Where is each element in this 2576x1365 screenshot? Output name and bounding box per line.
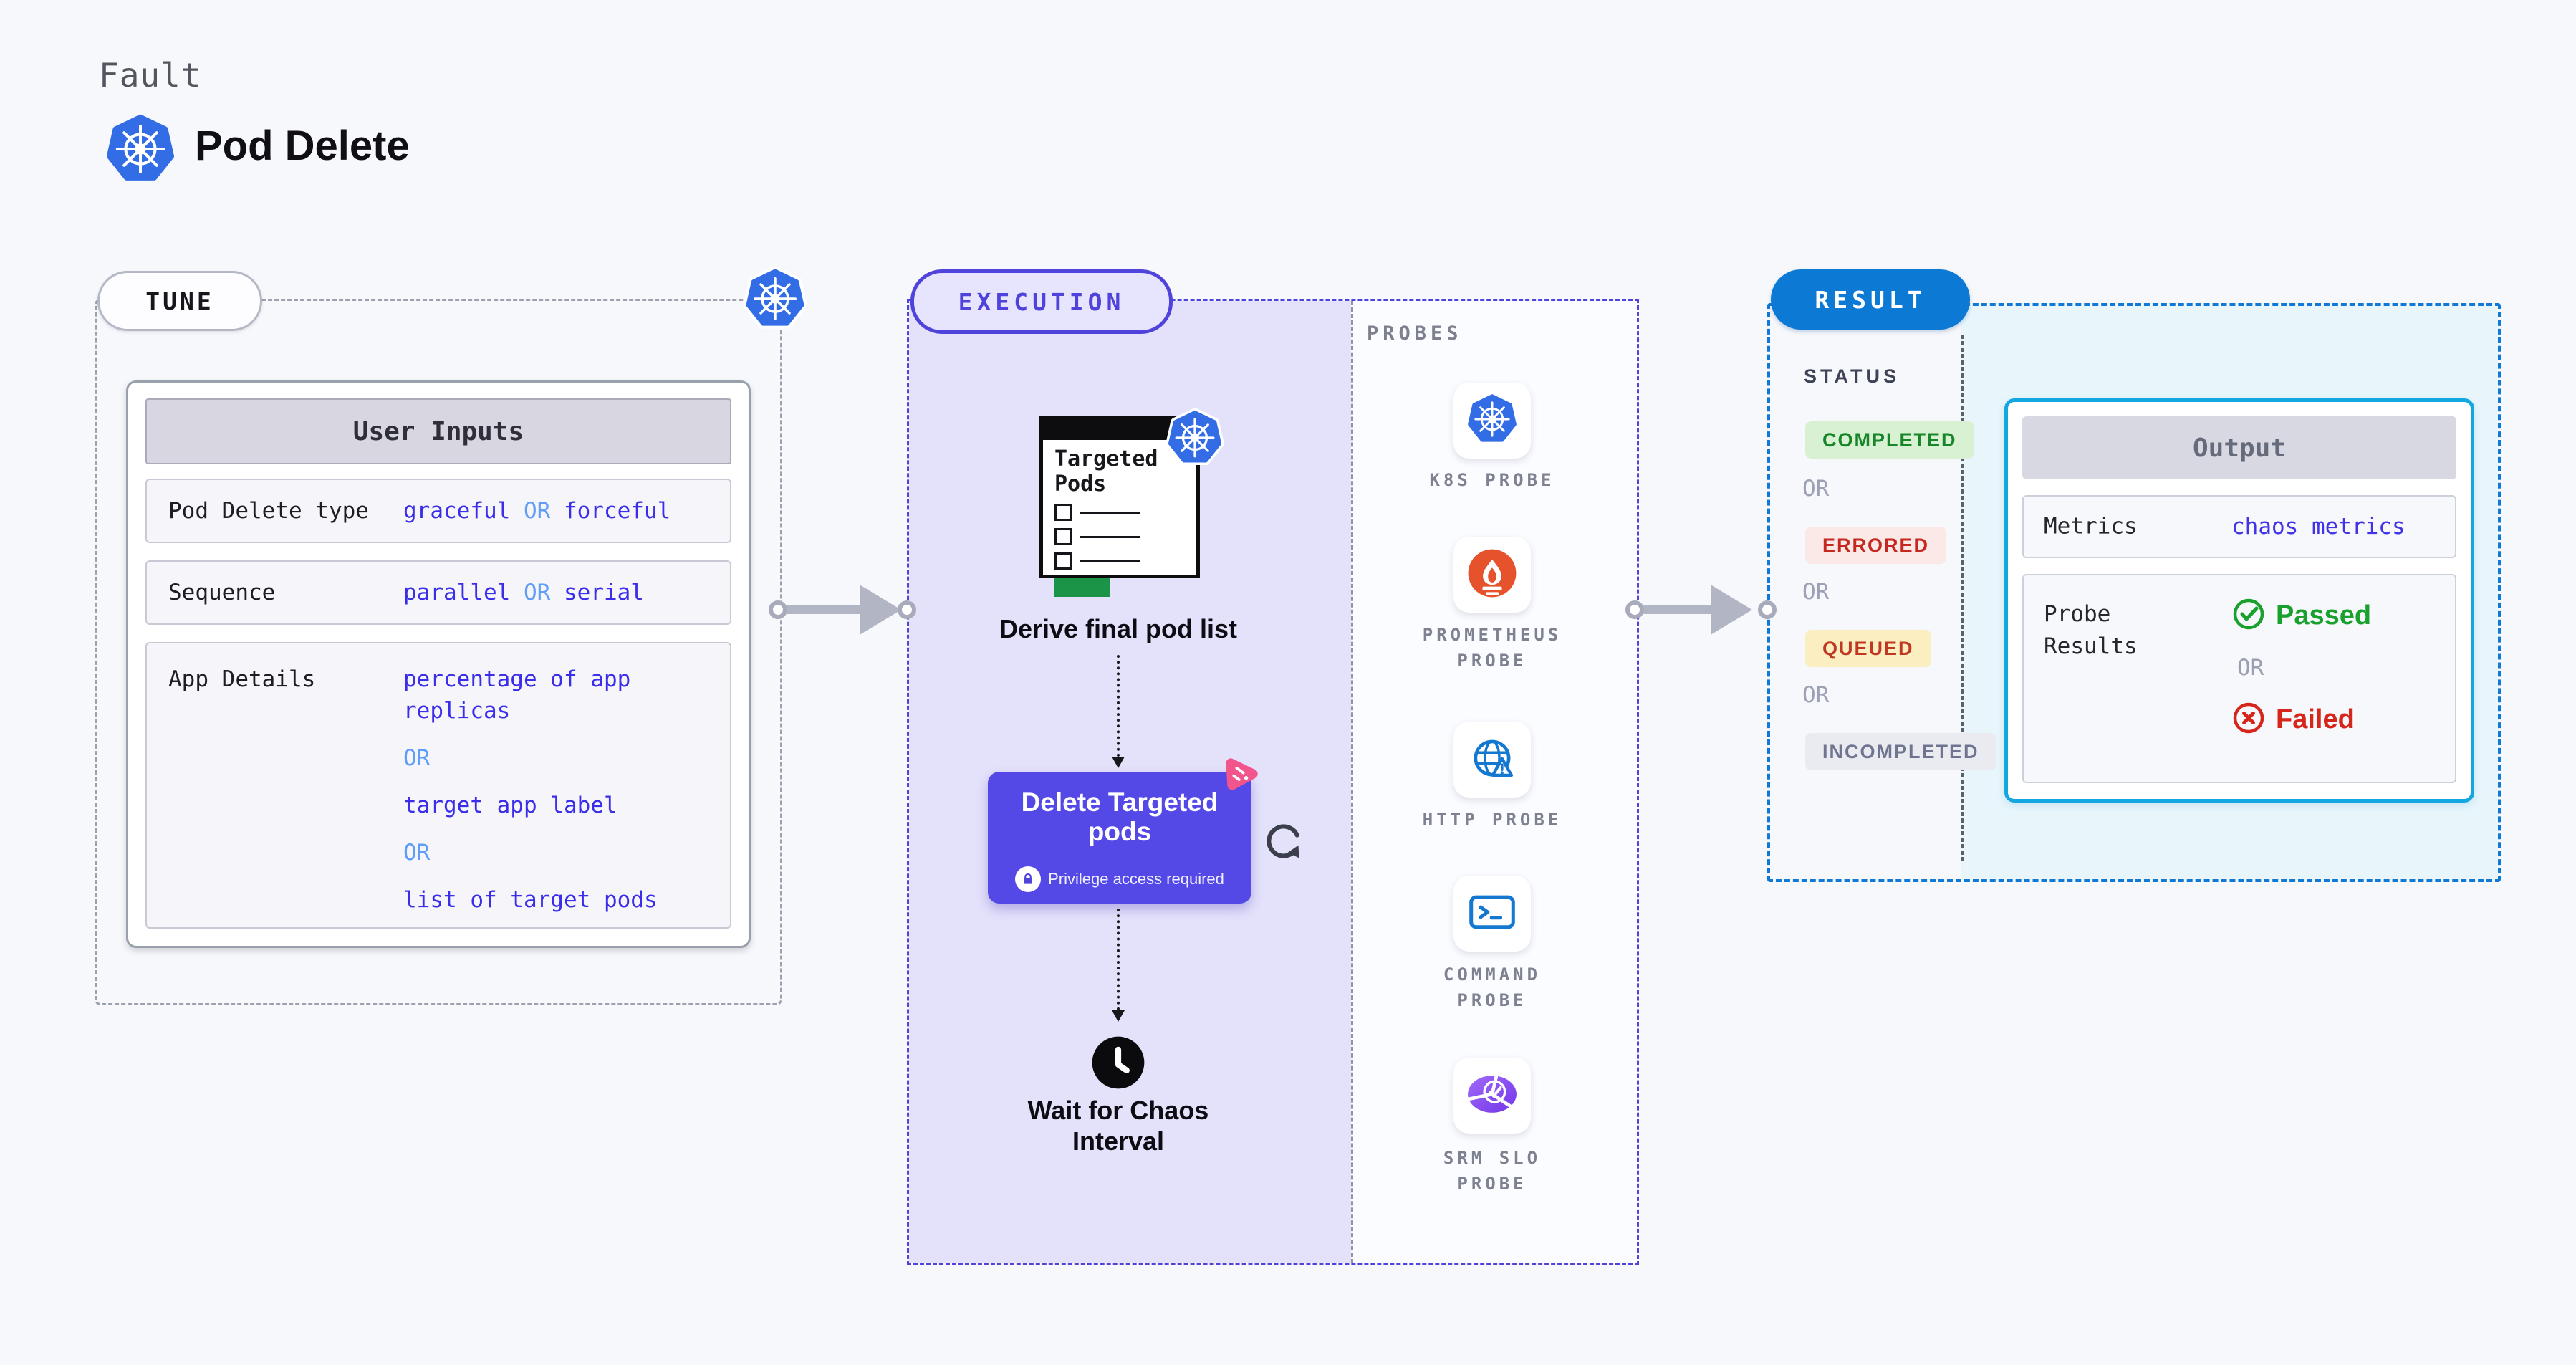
flow-arrowhead: [860, 585, 901, 635]
probe-card-http: [1453, 722, 1531, 798]
connector-dot: [1758, 600, 1777, 619]
status-or: OR: [1802, 682, 1830, 708]
status-title: STATUS: [1804, 365, 1900, 387]
check-circle-icon: [2231, 597, 2266, 635]
terminal-icon: [1466, 886, 1519, 942]
status-divider: [1961, 335, 1964, 861]
prometheus-icon: [1466, 547, 1518, 603]
connector-dot: [769, 600, 787, 619]
pod-list-item: [1054, 504, 1196, 521]
targeted-pods-title: Targeted Pods: [1054, 446, 1158, 497]
status-or: OR: [1802, 579, 1830, 605]
output-metrics-row: Metrics chaos metrics: [2022, 495, 2456, 558]
row-label: Sequence: [168, 580, 276, 605]
status-badge-incompleted: INCOMPLETED: [1805, 733, 1996, 770]
flow-arrow: [1640, 605, 1715, 614]
execution-section-label: EXECUTION: [910, 269, 1173, 334]
chaos-pink-icon: [1216, 751, 1264, 798]
connector-dot: [1625, 600, 1644, 619]
kubernetes-icon: [1164, 406, 1226, 470]
kubernetes-icon: [741, 264, 809, 334]
input-row-pod-delete-type: Pod Delete type graceful OR forceful: [145, 479, 731, 543]
flow-dotted-line: [1117, 909, 1120, 1010]
probe-results-or: OR: [2237, 655, 2264, 681]
fault-eyebrow: Fault: [99, 56, 202, 95]
flow-dotted-arrowhead: [1112, 1010, 1125, 1022]
output-title: Output: [2022, 416, 2456, 479]
row-value: parallel OR serial: [403, 579, 644, 605]
derive-caption: Derive final pod list: [999, 614, 1238, 643]
pod-list-item: [1054, 528, 1196, 545]
x-circle-icon: [2231, 701, 2266, 739]
user-inputs-card: User Inputs Pod Delete type graceful OR …: [126, 380, 751, 948]
probe-card-srm-slo: [1453, 1058, 1531, 1134]
probe-label: HTTP PROBE: [1422, 810, 1562, 830]
probe-label: K8S PROBE: [1429, 470, 1555, 490]
input-row-app-details: App Details percentage of app replicas O…: [145, 642, 731, 929]
connector-dot: [898, 600, 916, 619]
result-section-label: RESULT: [1771, 269, 1970, 330]
probes-title: PROBES: [1367, 322, 1463, 345]
row-label: App Details: [168, 666, 316, 692]
status-badge-completed: COMPLETED: [1805, 421, 1974, 459]
status-or: OR: [1802, 476, 1830, 502]
checkbox-icon: [1054, 504, 1072, 521]
flow-arrowhead: [1711, 585, 1752, 635]
clock-icon: [1090, 1034, 1147, 1091]
failed-label: Failed: [2276, 704, 2355, 734]
tune-section-label: TUNE: [97, 271, 262, 331]
user-inputs-title: User Inputs: [145, 398, 731, 464]
checkbox-icon: [1054, 552, 1072, 570]
privilege-note: Privilege access required: [1048, 870, 1224, 888]
progress-bar: [1054, 578, 1110, 597]
status-badge-errored: ERRORED: [1805, 527, 1947, 564]
tune-section-box: [95, 299, 782, 1005]
probe-label: COMMAND PROBE: [1443, 964, 1542, 1010]
flow-arrow: [784, 605, 864, 614]
output-card: Output Metrics chaos metrics Probe Resul…: [2004, 398, 2474, 803]
row-label: Pod Delete type: [168, 498, 369, 524]
flow-dotted-line: [1117, 655, 1120, 757]
probe-card-k8s: [1453, 383, 1531, 459]
probes-divider: [1351, 301, 1353, 1263]
wait-caption: Wait for Chaos Interval: [1027, 1096, 1209, 1156]
http-globe-warning-icon: [1466, 732, 1519, 788]
passed-label: Passed: [2276, 600, 2372, 631]
output-probe-results-row: Probe Results Passed OR: [2022, 574, 2456, 783]
page-title: Pod Delete: [195, 123, 410, 169]
probe-label: PROMETHEUS PROBE: [1422, 625, 1562, 671]
probe-card-prometheus: [1453, 537, 1531, 613]
delete-targeted-pods-card: Delete Targeted pods Privilege access re…: [988, 772, 1251, 904]
checkbox-icon: [1054, 528, 1072, 545]
probe-results-label: Probe Results: [2044, 601, 2138, 659]
input-row-sequence: Sequence parallel OR serial: [145, 560, 731, 625]
row-value: percentage of app replicas OR target app…: [403, 666, 658, 914]
kubernetes-icon: [1466, 393, 1518, 449]
metrics-value: chaos metrics: [2231, 514, 2406, 540]
probe-label: SRM SLO PROBE: [1443, 1148, 1542, 1194]
kubernetes-icon: [105, 112, 176, 186]
lock-icon: [1015, 866, 1042, 892]
delete-card-title: Delete Targeted pods: [1021, 787, 1219, 847]
slo-pie-check-icon: [1465, 1071, 1519, 1121]
flow-dotted-arrowhead: [1112, 757, 1125, 768]
retry-loop-icon: [1264, 821, 1304, 861]
pod-list-item: [1054, 552, 1196, 570]
status-badge-queued: QUEUED: [1805, 630, 1931, 667]
probe-card-command: [1453, 876, 1531, 952]
metrics-label: Metrics: [2044, 513, 2138, 540]
row-value: graceful OR forceful: [403, 497, 671, 524]
